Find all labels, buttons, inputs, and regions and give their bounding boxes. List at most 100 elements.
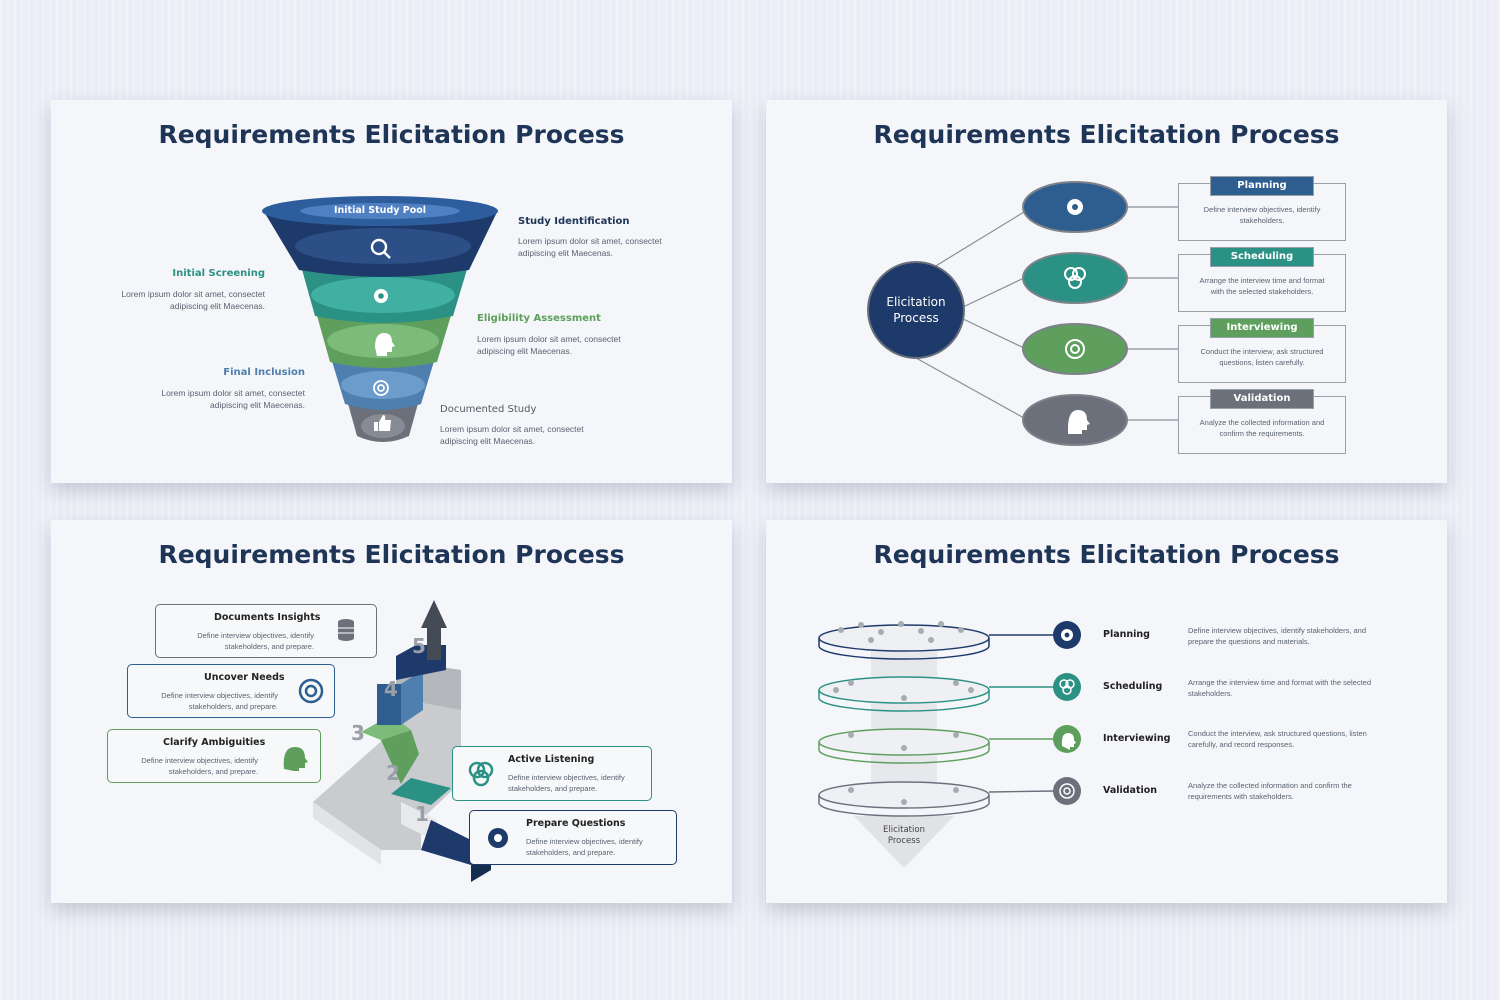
level-label: Scheduling [1103, 681, 1163, 692]
step-desc: Define interview objectives, identify [141, 756, 258, 765]
head-gear-icon [375, 333, 395, 356]
level-label: Validation [1103, 785, 1158, 796]
svg-text:5: 5 [412, 634, 426, 658]
level-desc: stakeholders. [1188, 689, 1233, 698]
step-title: Uncover Needs [204, 672, 285, 683]
stage-title: Study Identification [518, 216, 630, 227]
step-box: Uncover Needs Define interview objective… [127, 664, 335, 718]
target-icon [1059, 783, 1075, 799]
step-desc: with the selected stakeholders. [1210, 287, 1314, 296]
stage-desc: Lorem ipsum dolor sit amet, consectet [477, 334, 621, 344]
step-box: Interviewing Conduct the interview, ask … [1178, 318, 1346, 383]
level-desc: requirements with stakeholders. [1188, 792, 1294, 801]
gear-icon [1061, 629, 1073, 641]
step-tag: Planning [1210, 176, 1314, 196]
gear-icon [374, 289, 388, 303]
step-box: Scheduling Arrange the interview time an… [1178, 247, 1346, 312]
step-desc: Define interview objectives, identify [526, 837, 643, 846]
stage-title: Documented Study [440, 404, 537, 415]
stage-desc: adipiscing elit Maecenas. [440, 436, 535, 446]
level-desc: Arrange the interview time and format wi… [1188, 678, 1372, 687]
stage-desc: Lorem ipsum dolor sit amet, consectet [161, 388, 305, 398]
step-box: Active Listening Define interview object… [452, 746, 652, 801]
step-desc: Define interview objectives, identify [1203, 205, 1321, 214]
gear-icon [488, 828, 508, 848]
funnel-diagram [262, 196, 498, 442]
step-tag: Scheduling [1210, 247, 1314, 267]
svg-text:1: 1 [415, 802, 429, 826]
slide-title: Requirements Elicitation Process [158, 120, 625, 149]
slide-mindmap[interactable]: Requirements Elicitation Process [766, 100, 1447, 483]
step-desc: stakeholders, and prepare. [526, 848, 616, 857]
stage-desc: Lorem ipsum dolor sit amet, consectet [518, 236, 662, 246]
stage-desc: Lorem ipsum dolor sit amet, consectet [121, 289, 265, 299]
step-desc: stakeholders, and prepare. [168, 767, 258, 776]
step-title: Clarify Ambiguities [163, 737, 266, 748]
target-icon [1065, 339, 1085, 359]
stage-desc: adipiscing elit Maecenas. [170, 301, 265, 311]
levels-diagram [818, 621, 1081, 868]
stage-desc: adipiscing elit Maecenas. [210, 400, 305, 410]
level-label: Interviewing [1103, 733, 1171, 744]
pool-label: Initial Study Pool [333, 205, 427, 216]
center-label: Elicitation [886, 295, 946, 309]
head-gear-icon [283, 747, 308, 771]
slide-levels[interactable]: Requirements Elicitation Process [766, 520, 1447, 903]
step-desc: questions, listen carefully. [1219, 358, 1305, 367]
slide-title: Requirements Elicitation Process [158, 540, 625, 569]
head-gear-icon [1068, 410, 1090, 434]
svg-text:4: 4 [384, 677, 398, 701]
step-desc: stakeholders, and prepare. [508, 784, 598, 793]
step-title: Documents Insights [214, 612, 321, 623]
slide-title: Requirements Elicitation Process [873, 120, 1340, 149]
step-title: Prepare Questions [526, 818, 626, 829]
step-desc: Define interview objectives, identify [197, 631, 314, 640]
venn-icon [1059, 679, 1075, 695]
step-desc: stakeholders, and prepare. [188, 702, 278, 711]
arrow-label: Elicitation [883, 825, 925, 835]
step-tag: Validation [1210, 389, 1314, 409]
target-icon [298, 678, 324, 704]
svg-text:2: 2 [386, 761, 400, 785]
stage-desc: adipiscing elit Maecenas. [477, 346, 572, 356]
stage-desc: Lorem ipsum dolor sit amet, consectet [440, 424, 584, 434]
level-label: Planning [1103, 629, 1150, 640]
stage-title: Initial Screening [172, 268, 265, 279]
step-desc: confirm the requirements. [1219, 429, 1305, 438]
step-desc: stakeholders. [1239, 216, 1285, 225]
level-desc: Analyze the collected information and co… [1188, 781, 1352, 790]
search-icon [370, 238, 391, 259]
level-desc: carefully, and record responses. [1188, 740, 1295, 749]
step-desc: Define interview objectives, identify [161, 691, 278, 700]
step-title: Active Listening [508, 754, 595, 765]
stage-title: Eligibility Assessment [477, 313, 601, 324]
step-desc: Analyze the collected information and [1199, 418, 1325, 427]
step-desc: Define interview objectives, identify [508, 773, 625, 782]
center-label: Process [893, 311, 939, 325]
mindmap-diagram [867, 181, 1184, 446]
target-icon [373, 380, 389, 396]
step-box: Planning Define interview objectives, id… [1178, 176, 1346, 241]
venn-icon [468, 761, 494, 787]
step-tag: Interviewing [1210, 318, 1314, 338]
level-desc: prepare the questions and materials. [1188, 637, 1310, 646]
arrow-label: Process [887, 836, 921, 846]
thumbs-up-icon [374, 415, 391, 431]
step-box: Clarify Ambiguities Define interview obj… [107, 729, 321, 783]
database-icon [338, 619, 354, 641]
step-desc: Conduct the interview, ask structured [1200, 347, 1324, 356]
slide-title: Requirements Elicitation Process [873, 540, 1340, 569]
step-desc: stakeholders, and prepare. [224, 642, 314, 651]
slide-funnel[interactable]: Requirements Elicitation Process [51, 100, 732, 483]
svg-text:3: 3 [351, 721, 365, 745]
stage-title: Final Inclusion [223, 367, 305, 378]
stage-desc: adipiscing elit Maecenas. [518, 248, 613, 258]
level-desc: Conduct the interview, ask structured qu… [1188, 729, 1367, 738]
step-box: Validation Analyze the collected informa… [1178, 389, 1346, 454]
venn-icon [1064, 267, 1086, 289]
step-desc: Arrange the interview time and format [1199, 276, 1325, 285]
level-desc: Define interview objectives, identify st… [1188, 626, 1367, 635]
step-box: Prepare Questions Define interview objec… [469, 810, 677, 865]
